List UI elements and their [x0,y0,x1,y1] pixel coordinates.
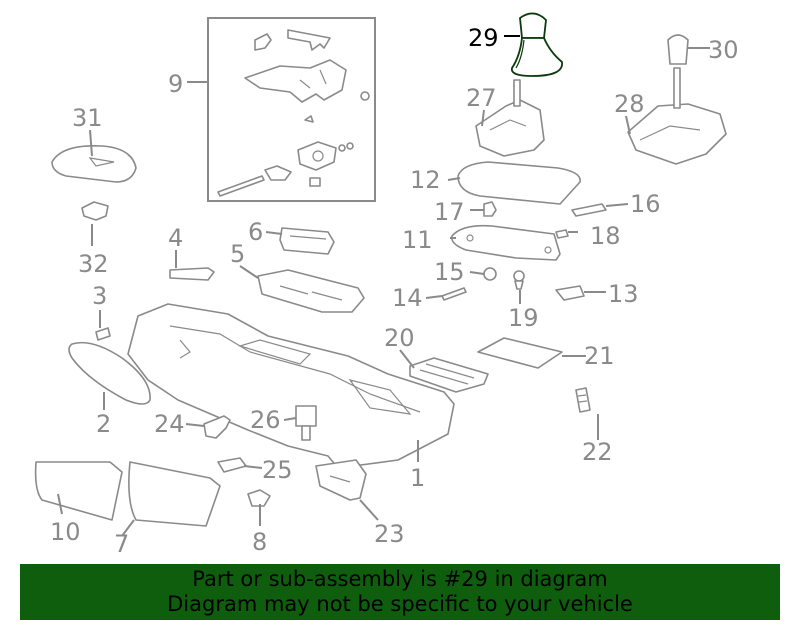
callout-3: 3 [92,282,107,310]
part-18-clip[interactable] [555,229,569,239]
callout-9: 9 [168,70,183,98]
part-27-shifter[interactable] [475,79,545,157]
callout-18: 18 [590,222,621,250]
callout-29: 29 [468,24,499,52]
callout-2: 2 [96,410,111,438]
part-1-main-console[interactable] [127,303,455,469]
banner-line-2: Diagram may not be specific to your vehi… [167,592,633,616]
callout-16: 16 [630,190,661,218]
callout-27: 27 [466,84,497,112]
callout-28: 28 [614,90,645,118]
part-2-side-panel[interactable] [68,341,151,405]
callout-15: 15 [434,258,465,286]
callout-13: 13 [608,280,639,308]
part-13-bracket[interactable] [555,285,585,301]
part-5-console-tray[interactable] [257,269,365,313]
callout-10: 10 [50,518,81,546]
part-22-bracket[interactable] [575,387,591,413]
callout-30: 30 [708,36,739,64]
leader-lines [57,35,710,537]
part-14-pin[interactable] [441,287,467,301]
part-29-shift-boot[interactable] [510,12,563,77]
part-24-bracket[interactable] [203,415,231,439]
callout-7: 7 [114,530,129,558]
part-10-side-trim[interactable] [34,461,123,521]
callout-23: 23 [374,520,405,548]
callout-5: 5 [230,240,245,268]
info-banner: Part or sub-assembly is #29 in diagram D… [20,564,780,620]
part-4-tray[interactable] [169,267,215,281]
callout-14: 14 [392,284,423,312]
callout-12: 12 [410,166,441,194]
part-6-insert[interactable] [279,227,335,255]
part-26-switch[interactable] [295,405,317,441]
part-11-armrest-base[interactable] [450,224,561,261]
callout-17: 17 [434,198,465,226]
part-25-clip[interactable] [217,457,247,473]
part-31-armrest-lid[interactable] [51,145,137,183]
part-23-bracket[interactable] [315,459,367,501]
callout-20: 20 [384,324,415,352]
callout-6: 6 [248,218,263,246]
part-8-clip[interactable] [247,489,271,507]
callout-22: 22 [582,438,613,466]
part-28-shifter[interactable] [627,67,727,165]
part-19-bolt[interactable] [513,270,525,290]
part-21-mat[interactable] [477,337,563,369]
part-16-bracket[interactable] [571,203,607,217]
part-9-subassembly[interactable] [207,17,376,202]
part-3-clip[interactable] [95,327,111,341]
callout-26: 26 [250,406,281,434]
part-12-armrest-pad[interactable] [457,161,581,205]
callout-21: 21 [584,342,615,370]
callout-25: 25 [262,456,293,484]
callout-1: 1 [410,464,425,492]
part-30-shift-knob[interactable] [667,34,689,65]
banner-line-1: Part or sub-assembly is #29 in diagram [192,567,608,591]
callout-8: 8 [252,528,267,556]
callout-19: 19 [508,304,539,332]
part-20-grille[interactable] [409,357,489,393]
part-17-clip[interactable] [483,201,497,217]
callout-4: 4 [168,224,183,252]
callout-31: 31 [72,104,103,132]
part-32-knob[interactable] [81,201,109,221]
callout-32: 32 [78,250,109,278]
callout-11: 11 [402,226,433,254]
part-15-bolt[interactable] [483,267,497,281]
callout-labels: 1 2 3 4 5 6 7 8 9 10 11 12 13 14 15 16 1… [50,24,739,558]
callout-24: 24 [154,410,185,438]
part-7-side-trim[interactable] [128,461,221,527]
parts-diagram: 1 2 3 4 5 6 7 8 9 10 11 12 13 14 15 16 1… [34,12,739,558]
